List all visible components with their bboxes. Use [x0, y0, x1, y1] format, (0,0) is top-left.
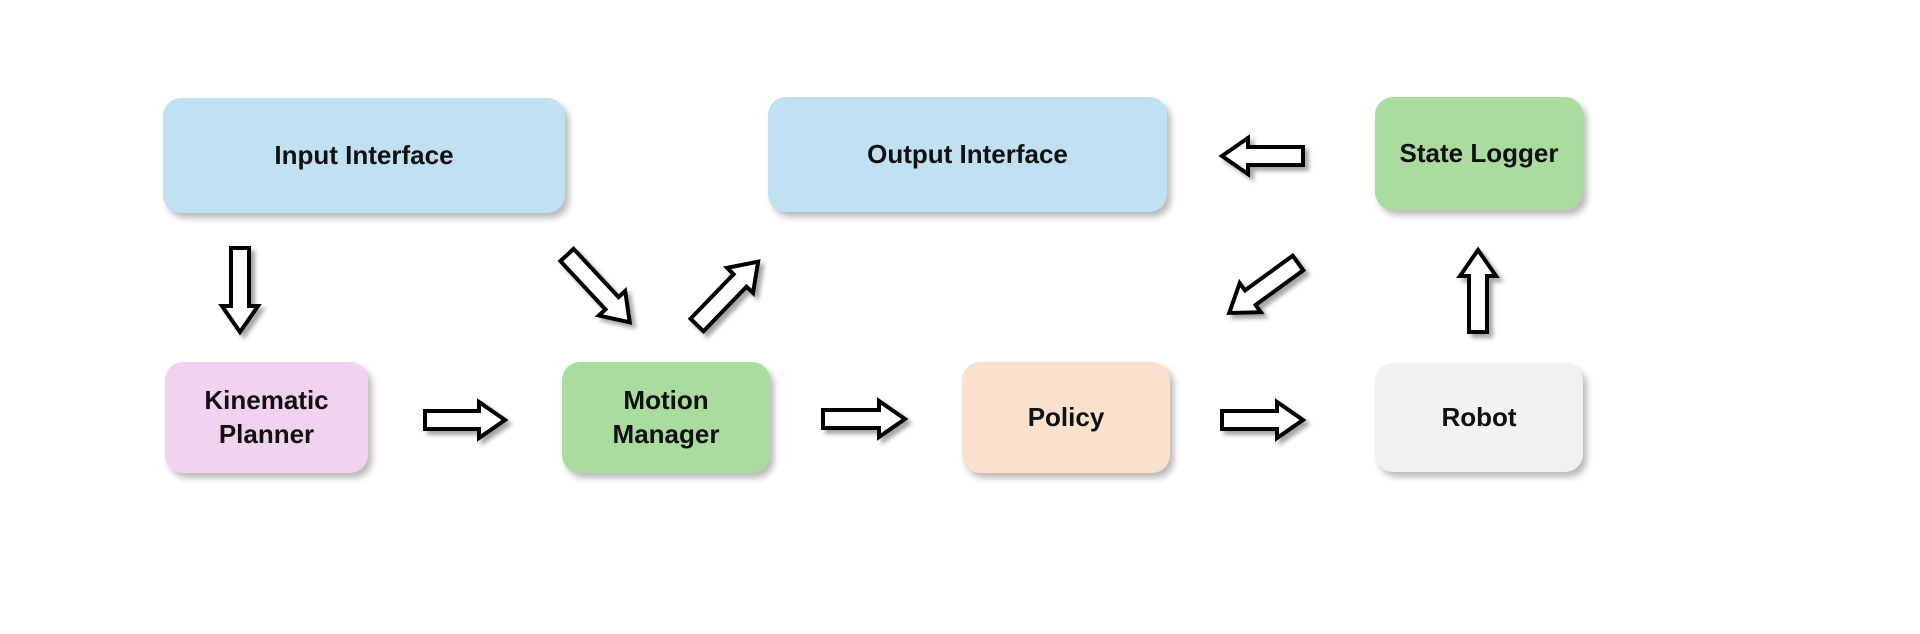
arrow-motion-manager-to-policy-icon	[821, 397, 909, 441]
arrow-input-interface-to-kinematic-planner-icon	[218, 246, 262, 336]
node-motion-manager: Motion Manager	[562, 362, 770, 473]
node-policy-label: Policy	[1027, 401, 1105, 432]
node-policy: Policy	[962, 362, 1170, 473]
node-output-interface-label: Output Interface	[867, 138, 1068, 169]
arrow-state-logger-to-policy-icon	[1226, 252, 1307, 316]
arrow-state-logger-to-output-interface-icon	[1218, 134, 1305, 178]
node-output-interface: Output Interface	[768, 97, 1167, 212]
node-kinematic-planner: Kinematic Planner	[165, 362, 368, 473]
node-kinematic-planner-label: Kinematic Planner	[204, 385, 329, 449]
node-motion-manager-label: Motion Manager	[612, 385, 720, 449]
node-input-interface: Input Interface	[163, 98, 565, 213]
node-robot: Robot	[1375, 363, 1583, 472]
node-input-interface-label: Input Interface	[274, 139, 454, 170]
node-state-logger: State Logger	[1375, 97, 1583, 210]
node-state-logger-label: State Logger	[1399, 137, 1559, 168]
arrow-input-interface-to-motion-manager-icon	[557, 246, 633, 325]
arrow-policy-to-robot-icon	[1220, 398, 1307, 442]
arrow-robot-to-state-logger-icon	[1456, 246, 1500, 334]
node-robot-label: Robot	[1441, 401, 1517, 432]
arrow-motion-manager-to-output-interface-icon	[687, 259, 761, 335]
arrow-kinematic-planner-to-motion-manager-icon	[423, 398, 509, 442]
